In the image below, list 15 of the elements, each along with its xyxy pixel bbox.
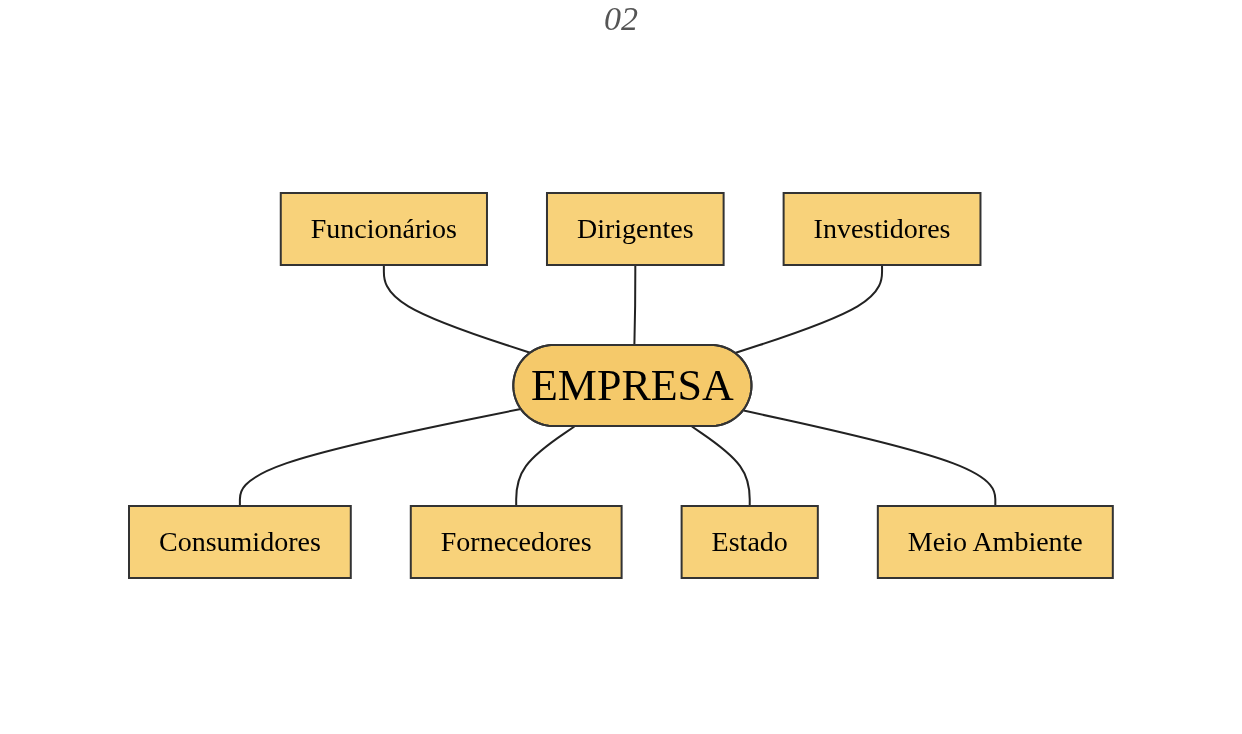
handwritten-note: 02	[604, 0, 638, 37]
node-box: Fornecedores	[409, 504, 623, 579]
connector	[382, 263, 532, 354]
connector	[633, 263, 637, 346]
node-box: Consumidores	[128, 504, 352, 579]
connector	[515, 425, 576, 507]
connector	[734, 263, 884, 354]
node-box: Funcionários	[279, 191, 489, 266]
node-box: Estado	[680, 504, 819, 579]
node-box: Investidores	[782, 191, 982, 266]
connector	[742, 409, 997, 507]
connector	[691, 425, 751, 507]
node-box: Meio Ambiente	[876, 504, 1114, 579]
node-box: Dirigentes	[546, 191, 725, 266]
connector	[239, 407, 522, 507]
